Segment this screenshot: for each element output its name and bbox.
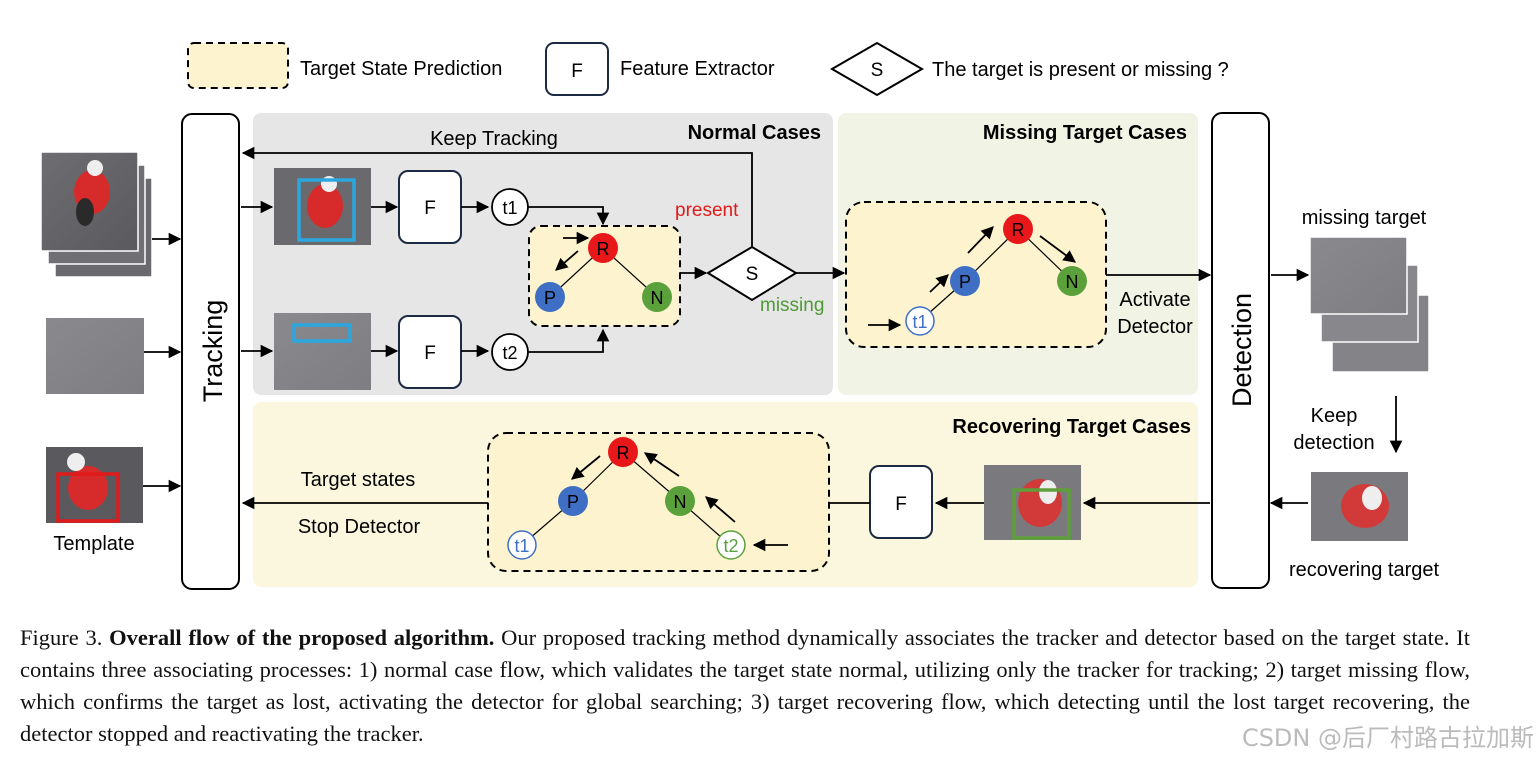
prediction-box-recovering xyxy=(487,432,830,572)
crop-image-missing xyxy=(274,313,371,390)
missing-label: missing xyxy=(760,295,824,316)
present-label: present xyxy=(675,200,739,221)
crop-image-recovering xyxy=(984,465,1081,540)
legend-extractor-symbol: F xyxy=(571,61,583,82)
feature-extractor-bottom xyxy=(398,315,462,389)
tracking-label: Tracking xyxy=(198,300,228,403)
node-P-recover xyxy=(558,486,588,516)
node-R-normal-label: R xyxy=(597,239,610,259)
recovering-target-image xyxy=(1311,472,1408,541)
watermark: CSDN @后厂村路古拉加斯 xyxy=(1241,724,1534,752)
feature-extractor-top-label: F xyxy=(424,198,436,219)
legend-extractor-label: Feature Extractor xyxy=(620,58,775,80)
detection-lc-label: detection xyxy=(1293,432,1374,454)
figure-caption: Figure 3. Overall flow of the proposed a… xyxy=(20,622,1470,750)
node-R-missing xyxy=(1003,214,1033,244)
caption-body: Our proposed tracking method dynamically… xyxy=(20,625,1470,746)
input-frames-stack xyxy=(40,151,153,278)
feature-extractor-recover-label: F xyxy=(895,494,907,515)
node-R-recover xyxy=(608,437,638,467)
keep-tracking-label: Keep Tracking xyxy=(430,128,558,150)
recovering-cases-title: Recovering Target Cases xyxy=(952,416,1191,438)
node-N-missing xyxy=(1057,266,1087,296)
node-t1-missing-label: t1 xyxy=(912,312,927,332)
tracking-module xyxy=(181,113,240,590)
template-label: Template xyxy=(53,533,134,555)
node-t2-recover-label: t2 xyxy=(723,536,738,556)
node-R-missing-label: R xyxy=(1012,220,1025,240)
recovering-target-label: recovering target xyxy=(1289,559,1440,581)
node-N-missing-label: N xyxy=(1066,272,1079,292)
legend-switch-diamond xyxy=(830,41,924,97)
missing-cases-title: Missing Target Cases xyxy=(983,122,1187,144)
node-R-recover-label: R xyxy=(617,443,630,463)
legend-extractor-box xyxy=(545,42,609,96)
node-t1-recover-label: t1 xyxy=(514,536,529,556)
input-frame-empty xyxy=(46,318,144,394)
caption-prefix: Figure 3. xyxy=(20,625,103,650)
node-N-recover xyxy=(665,486,695,516)
node-t1-recover xyxy=(507,530,537,560)
node-t2-normal-label: t2 xyxy=(502,343,517,363)
node-t1-normal-label: t1 xyxy=(502,198,517,218)
flow-diagram: Target State Prediction F Feature Extrac… xyxy=(40,41,1440,590)
legend-switch-label: The target is present or missing ? xyxy=(932,59,1229,81)
node-N-normal xyxy=(642,282,672,312)
node-t2-recover xyxy=(716,530,746,560)
legend: Target State Prediction F Feature Extrac… xyxy=(187,41,1229,97)
legend-prediction-swatch xyxy=(187,42,289,89)
node-P-normal-label: P xyxy=(544,288,556,308)
node-P-recover-label: P xyxy=(567,492,579,512)
target-states-label: Target states xyxy=(301,469,416,491)
switch-node-label: S xyxy=(746,264,759,285)
keep-label: Keep xyxy=(1311,405,1358,427)
crop-image-present xyxy=(274,168,371,245)
normal-cases-title: Normal Cases xyxy=(688,122,821,144)
node-t1-missing xyxy=(905,306,935,336)
node-N-recover-label: N xyxy=(674,492,687,512)
node-N-normal-label: N xyxy=(651,288,664,308)
feature-extractor-bottom-label: F xyxy=(424,343,436,364)
node-P-missing-label: P xyxy=(959,272,971,292)
missing-target-label: missing target xyxy=(1302,207,1427,229)
node-R-normal xyxy=(588,233,618,263)
legend-switch-symbol: S xyxy=(871,60,884,81)
prediction-box-normal xyxy=(528,225,681,327)
detection-module xyxy=(1211,112,1270,589)
detection-label: Detection xyxy=(1227,293,1257,407)
legend-prediction-label: Target State Prediction xyxy=(300,58,502,80)
template-image xyxy=(46,447,143,523)
detector-label: Detector xyxy=(1117,316,1193,338)
caption-title: Overall flow of the proposed algorithm. xyxy=(109,625,495,650)
feature-extractor-recover xyxy=(869,465,933,539)
stop-detector-label: Stop Detector xyxy=(298,516,421,538)
missing-target-frames xyxy=(1309,236,1430,373)
node-P-normal xyxy=(535,282,565,312)
activate-label: Activate xyxy=(1119,289,1190,311)
node-P-missing xyxy=(950,266,980,296)
